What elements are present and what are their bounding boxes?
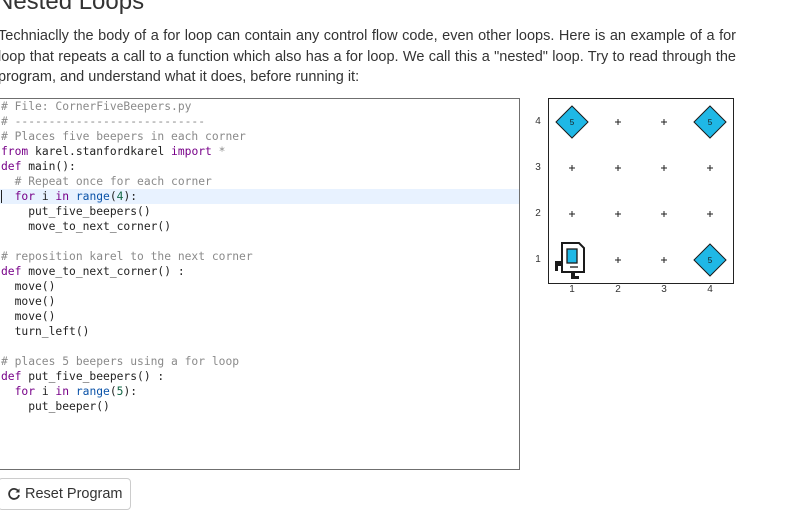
code-token: put_five_beepers() [1,205,151,218]
column-label: 1 [569,284,575,295]
column-label: 2 [615,284,621,295]
code-line[interactable]: # reposition karel to the next corner [0,249,519,264]
code-token: move() [1,295,56,308]
code-token: i [35,385,56,398]
code-token: for [14,190,36,203]
code-line[interactable]: def main(): [0,159,519,174]
code-line[interactable]: for i in range(5): [0,384,519,399]
code-token: karel.stanfordkarel [28,145,172,158]
code-token: import [171,145,212,158]
reset-label: Reset Program [25,486,123,502]
code-line[interactable] [0,339,519,354]
code-token: 4 [116,190,124,203]
code-line[interactable]: # Repeat once for each corner [0,174,519,189]
code-line[interactable]: move() [0,309,519,324]
column-label: 4 [707,284,713,295]
code-token: turn_left() [1,325,90,338]
code-line[interactable]: for i in range(4): [0,189,519,204]
karel-robot-icon [555,242,585,279]
karel-world: 5 5 5 [548,98,734,284]
code-token: # reposition karel to the next corner [1,250,253,263]
code-token: # ---------------------------- [1,115,206,128]
code-token: def [1,160,22,173]
code-line[interactable]: def put_five_beepers() : [0,369,519,384]
code-token: # places 5 beepers using a for loop [1,355,240,368]
code-token: move() [1,280,56,293]
row-label: 2 [535,208,541,219]
code-line[interactable]: # Places five beepers in each corner [0,129,519,144]
code-line[interactable]: from karel.stanfordkarel import * [0,144,519,159]
code-line[interactable]: move() [0,294,519,309]
code-token: move_to_next_corner() [1,220,172,233]
code-token: 5 [116,385,124,398]
code-token [212,145,219,158]
row-label: 4 [535,116,541,127]
code-token: move_to_next_corner() : [21,265,185,278]
code-token: main(): [21,160,76,173]
code-token [1,385,15,398]
page-title: Nested Loops [0,0,145,15]
code-token: put_beeper() [1,400,110,413]
code-token [1,190,15,203]
code-token: def [1,370,22,383]
code-token [69,190,76,203]
intro-paragraph: Techniaclly the body of a for loop can c… [0,28,736,85]
beeper-icon [693,243,727,277]
code-token: from [1,145,29,158]
code-line[interactable]: # File: CornerFiveBeepers.py [0,99,519,114]
beeper-icon [555,105,589,139]
column-label: 3 [661,284,667,295]
code-token: # Repeat once for each corner [14,175,212,188]
code-token: for [14,385,36,398]
code-token: in [55,385,70,398]
beeper-count: 5 [708,118,713,127]
code-line[interactable]: put_beeper() [0,399,519,414]
beeper-count: 5 [708,256,713,265]
code-token: # File: CornerFiveBeepers.py [1,100,192,113]
code-token: ( [109,190,117,203]
code-token: move() [1,310,56,323]
code-token: in [55,190,70,203]
row-label: 1 [535,254,541,265]
code-line[interactable]: put_five_beepers() [0,204,519,219]
beeper-icon [693,105,727,139]
code-line[interactable]: move() [0,279,519,294]
code-line[interactable]: turn_left() [0,324,519,339]
code-token: range [75,385,110,398]
code-editor[interactable]: # File: CornerFiveBeepers.py # ----------… [0,98,520,470]
world-grid: 5 5 5 [555,105,727,279]
code-token: ): [123,385,138,398]
code-token: # Places five beepers in each corner [1,130,246,143]
code-token: range [75,190,110,203]
code-line[interactable]: # ---------------------------- [0,114,519,129]
code-token: i [35,190,56,203]
beeper-count: 5 [570,118,575,127]
code-token [1,175,15,188]
code-token: put_five_beepers() : [21,370,165,383]
row-label: 3 [535,162,541,173]
reset-program-button[interactable]: Reset Program [0,478,131,510]
code-token: ( [109,385,117,398]
code-line[interactable]: def move_to_next_corner() : [0,264,519,279]
code-token: def [1,265,22,278]
code-line[interactable] [0,234,519,249]
code-token: * [218,145,226,158]
code-token: ): [123,190,138,203]
code-line[interactable]: # places 5 beepers using a for loop [0,354,519,369]
code-line[interactable]: move_to_next_corner() [0,219,519,234]
code-token [69,385,76,398]
refresh-icon [8,488,20,500]
